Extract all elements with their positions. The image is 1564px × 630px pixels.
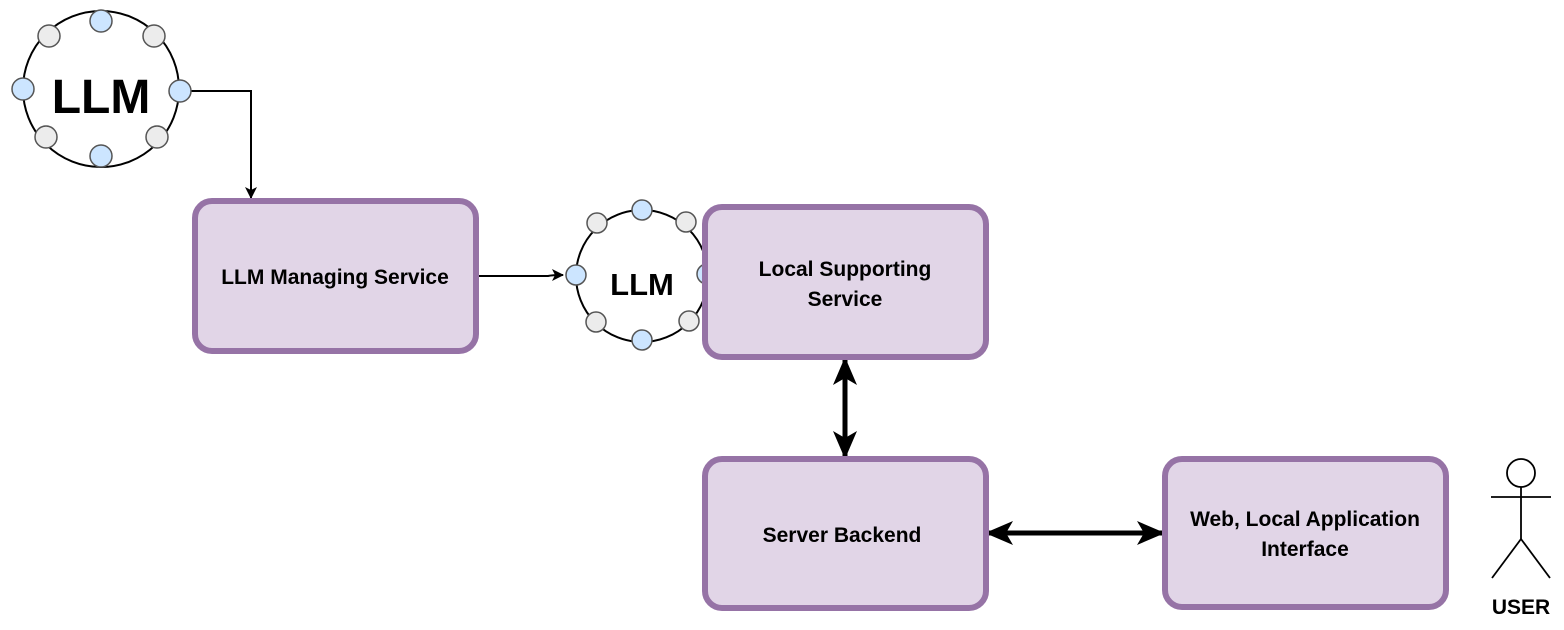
llm-port-node	[675, 211, 697, 233]
stick-figure-icon	[1491, 458, 1551, 579]
connector-llm-to-managing	[180, 90, 257, 199]
llm-port-node	[11, 77, 35, 101]
user-label: USER	[1492, 596, 1550, 619]
llm-port-node	[586, 212, 608, 234]
box-label-line2: Interface	[1261, 538, 1349, 561]
llm-port-node	[585, 311, 607, 333]
llm-port-node	[142, 24, 166, 48]
llm-port-node	[565, 264, 587, 286]
box-label-line2: Service	[808, 288, 883, 311]
box-local-supporting-service: Local Supporting Service	[702, 204, 989, 360]
box-shape	[1162, 456, 1449, 610]
box-label: Server Backend	[763, 524, 922, 547]
llm-top-label: LLM	[52, 71, 151, 124]
llm-port-node	[37, 24, 61, 48]
llm-port-node	[89, 9, 113, 33]
llm-port-node	[89, 144, 113, 168]
box-shape	[702, 456, 989, 611]
box-label-line1: Local Supporting	[759, 258, 932, 281]
box-shape	[702, 204, 989, 360]
llm-middle-label: LLM	[610, 267, 674, 302]
llm-node-top: LLM	[11, 9, 192, 168]
llm-port-node	[34, 125, 58, 149]
box-llm-managing-service: LLM Managing Service	[192, 198, 479, 354]
box-label-line1: Web, Local Application	[1190, 508, 1420, 531]
llm-port-node	[631, 199, 653, 221]
llm-port-node	[145, 125, 169, 149]
box-application-interface: Web, Local Application Interface	[1162, 456, 1449, 610]
box-server-backend: Server Backend	[702, 456, 989, 611]
user-actor: USER	[1491, 458, 1551, 619]
llm-port-node	[678, 310, 700, 332]
llm-port-node	[168, 79, 192, 103]
llm-port-node	[631, 329, 653, 351]
box-label: LLM Managing Service	[221, 266, 449, 289]
llm-node-middle: LLM	[565, 199, 718, 351]
connector-managing-to-llm	[478, 269, 564, 282]
box-shape	[192, 198, 479, 354]
